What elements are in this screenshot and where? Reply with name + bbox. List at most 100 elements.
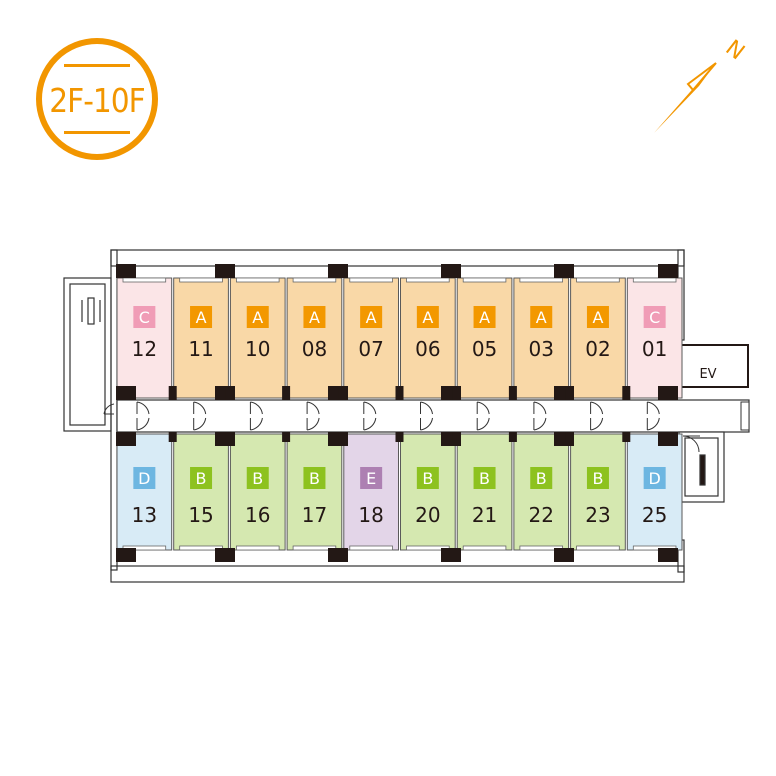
unit-16[interactable]: B16 <box>229 433 286 551</box>
window <box>235 277 280 283</box>
wall-segment <box>452 432 461 442</box>
window <box>349 277 393 283</box>
unit-number-label: 23 <box>585 503 610 527</box>
unit-type-label: A <box>536 308 547 327</box>
window <box>576 545 620 551</box>
window <box>406 277 450 283</box>
unit-17[interactable]: B17 <box>286 433 343 551</box>
badge-bottom-rule <box>64 131 130 134</box>
unit-11[interactable]: A11 <box>173 277 229 399</box>
door <box>420 417 433 431</box>
unit-25[interactable]: D25 <box>626 433 683 551</box>
unit-area <box>513 433 570 551</box>
unit-number-label: 13 <box>132 503 157 527</box>
wall-segment <box>282 386 291 400</box>
unit-type-badge <box>246 306 269 328</box>
unit-05[interactable]: A05 <box>456 277 513 399</box>
wall-segment <box>282 432 291 442</box>
unit-10[interactable]: A10 <box>229 277 286 399</box>
unit-number-label: 02 <box>585 337 610 361</box>
unit-number-label: 10 <box>245 337 270 361</box>
unit-type-badge <box>303 467 326 489</box>
unit-13[interactable]: D 13 <box>116 433 173 551</box>
door <box>306 417 320 431</box>
west-stair <box>63 277 112 432</box>
column <box>441 548 461 562</box>
unit-area <box>286 433 343 551</box>
unit-area <box>173 277 229 399</box>
unit-21[interactable]: B21 <box>456 433 513 551</box>
unit-number-label: 20 <box>415 503 440 527</box>
unit-number-label: 08 <box>302 337 327 361</box>
unit-type-badge <box>586 306 609 328</box>
unit-20[interactable]: B20 <box>400 433 456 551</box>
wall-segment <box>622 432 631 442</box>
wall-segment <box>452 386 461 400</box>
unit-number-label: 18 <box>358 503 383 527</box>
wall-segment <box>338 386 347 400</box>
badge-top-rule <box>64 64 130 67</box>
column <box>116 386 136 400</box>
compass-icon: N <box>654 35 749 133</box>
column <box>116 548 136 562</box>
column <box>658 548 678 562</box>
unit-type-label: B <box>592 469 603 488</box>
door <box>193 401 207 415</box>
wall-segment <box>225 432 234 442</box>
unit-area <box>400 433 456 551</box>
unit-number-label: 11 <box>188 337 213 361</box>
unit-area <box>116 433 173 551</box>
unit-18[interactable]: E18 <box>343 433 399 551</box>
floor-range-badge: 2F-10F <box>36 38 158 160</box>
door <box>136 401 150 415</box>
unit-03[interactable]: A03 <box>513 277 570 399</box>
unit-number-label: 17 <box>302 503 327 527</box>
unit-06[interactable]: A06 <box>400 277 456 399</box>
unit-number-label: 16 <box>245 503 270 527</box>
unit-type-label: D <box>138 469 150 488</box>
unit-22[interactable]: B22 <box>513 433 570 551</box>
wall-segment <box>508 432 517 442</box>
unit-02[interactable]: A02 <box>570 277 626 399</box>
unit-type-badge <box>473 306 496 328</box>
wall-segment <box>622 386 631 400</box>
door <box>193 417 207 431</box>
unit-type-badge <box>190 306 213 328</box>
unit-number-label: 01 <box>642 337 667 361</box>
window <box>519 277 564 283</box>
unit-type-badge <box>416 467 439 489</box>
unit-type-badge <box>360 467 383 489</box>
column <box>441 264 461 278</box>
column <box>658 432 678 446</box>
unit-12[interactable]: C12 <box>116 277 173 399</box>
wall-segment <box>508 386 517 400</box>
unit-number-label: 06 <box>415 337 440 361</box>
door <box>306 401 320 415</box>
unit-23[interactable]: B 23 <box>570 433 626 551</box>
unit-15[interactable]: B15 <box>173 433 229 551</box>
unit-type-badge <box>303 306 326 328</box>
window <box>632 277 677 283</box>
unit-08[interactable]: A08 <box>286 277 343 399</box>
unit-type-badge <box>473 467 496 489</box>
column <box>658 264 678 278</box>
door <box>476 417 490 431</box>
door <box>646 401 660 415</box>
unit-area <box>229 277 286 399</box>
unit-area <box>343 433 399 551</box>
unit-area <box>229 433 286 551</box>
unit-type-badge <box>530 467 553 489</box>
unit-type-badge <box>643 306 666 328</box>
unit-number-label: 22 <box>529 503 554 527</box>
unit-area <box>400 277 456 399</box>
unit-01[interactable]: C01 <box>626 277 683 399</box>
unit-type-badge <box>133 467 156 489</box>
door <box>363 417 377 431</box>
unit-07[interactable]: A07 <box>343 277 399 399</box>
corridor <box>116 399 750 433</box>
unit-area <box>116 277 173 399</box>
elevator-hall: EV <box>679 344 749 388</box>
unit-type-badge <box>360 306 383 328</box>
